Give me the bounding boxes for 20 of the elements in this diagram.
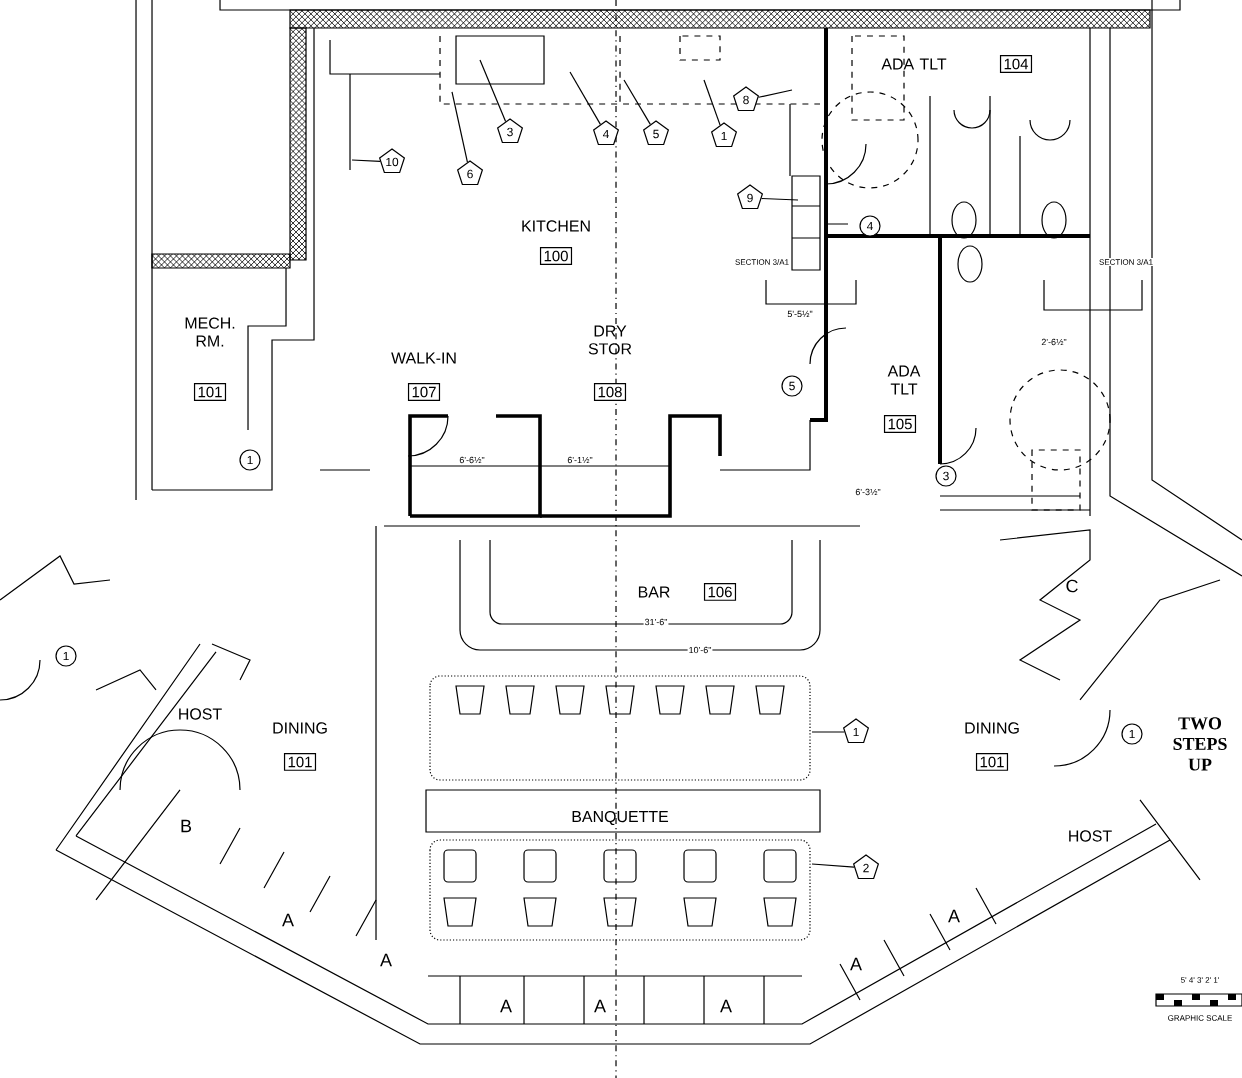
leader-line [451, 91, 468, 163]
leader-line [760, 197, 799, 201]
room-label: A [282, 913, 294, 927]
leader-line [479, 59, 507, 123]
room-label: A [720, 999, 732, 1013]
step-note: TWO STEPS UP [1173, 717, 1227, 771]
room-label: A [500, 999, 512, 1013]
room-label: B [181, 819, 192, 833]
room-label: C [1066, 579, 1078, 593]
room-label: A [594, 999, 606, 1013]
room-label: A [380, 953, 392, 967]
room-label: A [948, 909, 960, 923]
leader-line [811, 863, 855, 868]
leader-line [351, 159, 381, 162]
leader-line [758, 89, 793, 98]
leader-line [623, 79, 651, 125]
leader-line [703, 79, 721, 126]
leader-line [811, 731, 845, 733]
leader-line [569, 71, 601, 125]
room-label: A [850, 957, 862, 971]
